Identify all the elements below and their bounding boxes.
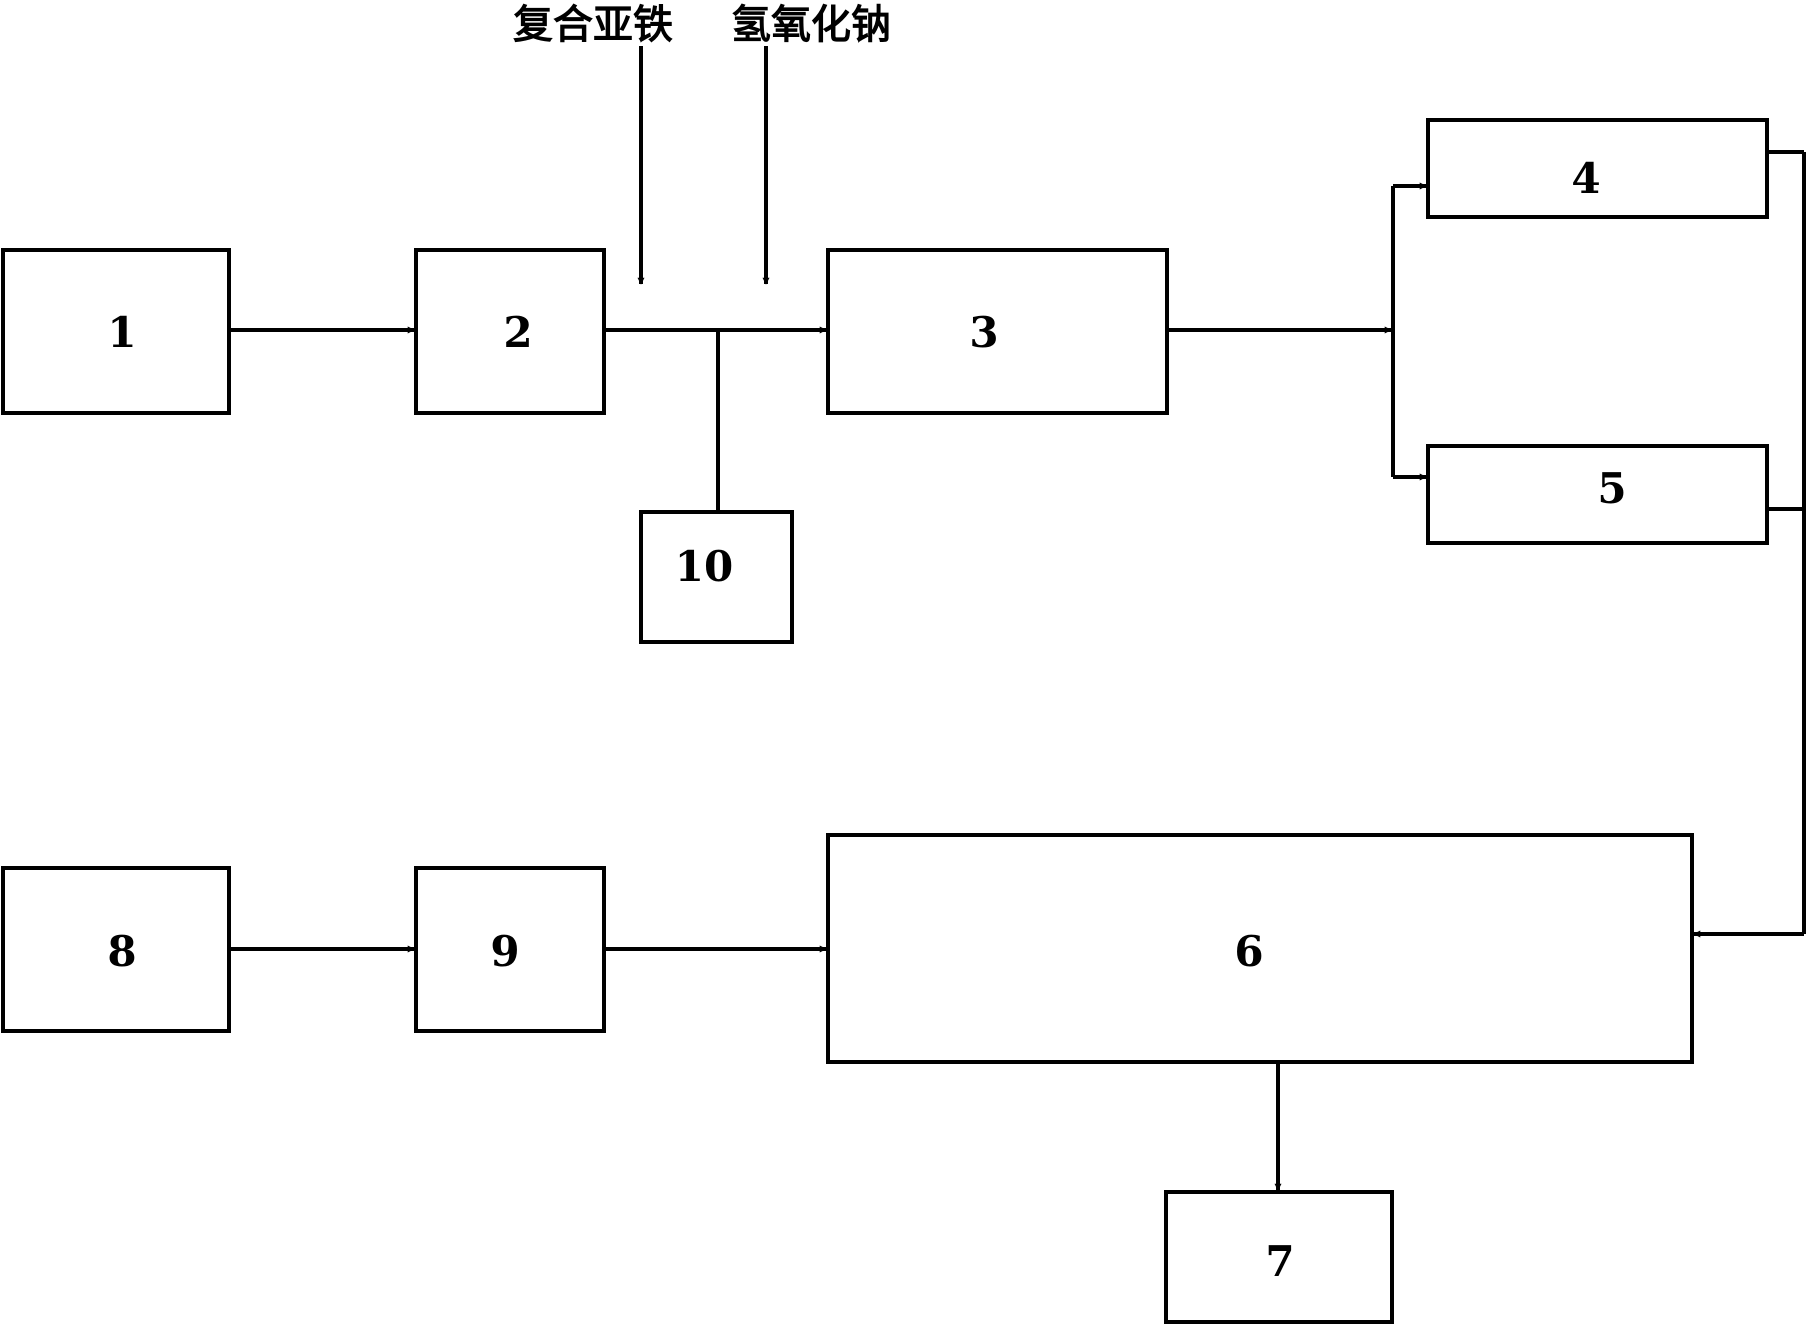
node-2-label: 2 [503, 308, 532, 357]
node-9: 9 [414, 866, 606, 1033]
node-2: 2 [414, 248, 606, 415]
node-4: 4 [1426, 118, 1769, 219]
node-8-label: 8 [107, 927, 136, 976]
input-label-naoh: 氢氧化钠 [731, 2, 891, 48]
node-7: 7 [1164, 1190, 1394, 1324]
node-5: 5 [1426, 444, 1769, 545]
node-10-label: 10 [675, 542, 733, 591]
node-5-label: 5 [1597, 464, 1626, 513]
node-10: 10 [639, 510, 794, 644]
node-6: 6 [826, 833, 1694, 1064]
node-4-label: 4 [1571, 154, 1600, 203]
node-1: 1 [1, 248, 231, 415]
node-7-label: 7 [1265, 1237, 1294, 1286]
node-3: 3 [826, 248, 1169, 415]
node-1-label: 1 [107, 308, 136, 357]
node-6-label: 6 [1234, 927, 1263, 976]
input-label-ferrous: 复合亚铁 [513, 2, 673, 48]
node-8: 8 [1, 866, 231, 1033]
node-9-label: 9 [490, 927, 519, 976]
node-3-label: 3 [969, 308, 998, 357]
